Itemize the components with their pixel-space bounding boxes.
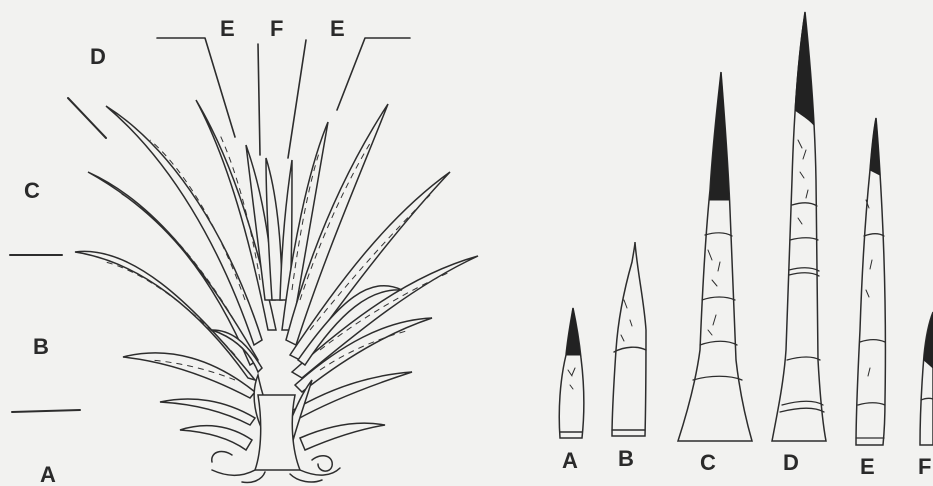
leaf-label-d: D	[783, 450, 799, 475]
leaf-label-e: E	[860, 454, 875, 479]
leaf-a	[559, 308, 584, 438]
leaf-d	[772, 12, 826, 441]
leaf-label-f: F	[918, 454, 931, 479]
zone-label-b: B	[33, 334, 49, 359]
leaf-c	[678, 72, 752, 441]
zone-label-a: A	[40, 462, 56, 486]
leaf-label-b: B	[618, 446, 634, 471]
zone-label-d: D	[90, 44, 106, 69]
plant-drawing: A B C D E F E	[10, 16, 478, 486]
leaf-sequence: A B C D E F	[559, 12, 933, 479]
zone-label-e-right: E	[330, 16, 345, 41]
zone-label-e-left: E	[220, 16, 235, 41]
zone-label-c: C	[24, 178, 40, 203]
leaf-e	[856, 118, 885, 445]
leaf-label-a: A	[562, 448, 578, 473]
plant-leaves	[75, 100, 478, 483]
zone-label-f: F	[270, 16, 283, 41]
zone-divider-ab	[12, 410, 80, 412]
zone-divider-cd	[68, 98, 106, 138]
leaf-label-c: C	[700, 450, 716, 475]
leaf-f	[920, 312, 933, 445]
leaf-b	[612, 242, 646, 436]
